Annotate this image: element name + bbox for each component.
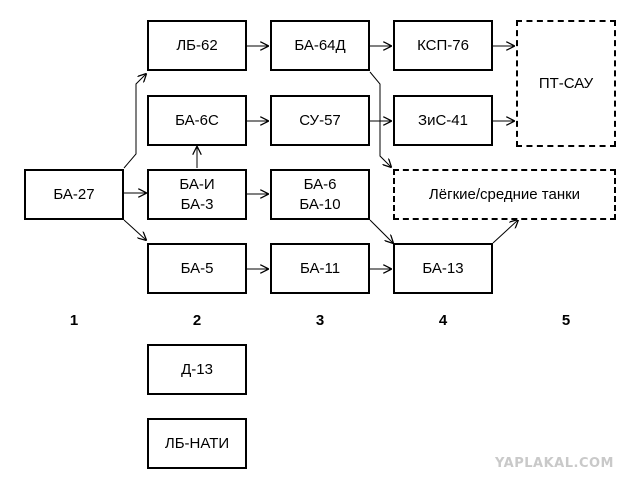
edge-ba13-light-medium-tanks	[492, 220, 518, 244]
node-d13: Д-13	[147, 344, 247, 395]
node-light-medium-tanks-label: Лёгкие/средние танки	[428, 185, 581, 203]
column-label-4: 4	[438, 312, 448, 329]
column-label-5: 5	[561, 312, 571, 329]
node-ba6-ba10-line-1: БА-6	[303, 175, 337, 193]
node-ba5: БА-5	[147, 243, 247, 294]
node-zis41: ЗиС-41	[393, 95, 493, 146]
node-lb-nati: ЛБ-НАТИ	[147, 418, 247, 469]
node-ba6-ba10: БА-6 БА-10	[270, 169, 370, 220]
node-ksp76: КСП-76	[393, 20, 493, 71]
node-ba64d: БА-64Д	[270, 20, 370, 71]
node-lb-nati-label: ЛБ-НАТИ	[164, 434, 230, 452]
node-ba27-label: БА-27	[53, 185, 95, 203]
node-ba13-label: БА-13	[422, 259, 464, 277]
watermark: YAPLAKAL.COM	[495, 456, 614, 471]
node-bai-ba3: БА-И БА-3	[147, 169, 247, 220]
node-bai-ba3-line-2: БА-3	[180, 195, 214, 213]
edge-ba27-ba5	[123, 219, 146, 240]
node-ba13: БА-13	[393, 243, 493, 294]
column-label-1: 1	[69, 312, 79, 329]
node-bai-ba3-line-1: БА-И	[179, 175, 215, 193]
node-lb62-label: ЛБ-62	[176, 36, 218, 54]
node-ba64d-label: БА-64Д	[294, 36, 346, 54]
edge-ba27-lb62	[123, 74, 146, 169]
node-d13-label: Д-13	[181, 360, 213, 378]
column-label-3: 3	[315, 312, 325, 329]
column-label-2: 2	[192, 312, 202, 329]
node-ba6-ba10-line-2: БА-10	[299, 195, 341, 213]
node-ksp76-label: КСП-76	[417, 36, 469, 54]
node-su57: СУ-57	[270, 95, 370, 146]
node-ba5-label: БА-5	[180, 259, 214, 277]
node-su57-label: СУ-57	[299, 111, 341, 129]
node-ba6s-label: БА-6С	[175, 111, 219, 129]
node-lb62: ЛБ-62	[147, 20, 247, 71]
node-ba6s: БА-6С	[147, 95, 247, 146]
node-light-medium-tanks: Лёгкие/средние танки	[393, 169, 616, 220]
edge-ba6-ba10-ba13	[369, 219, 393, 243]
node-zis41-label: ЗиС-41	[418, 111, 468, 129]
node-pt-sau-label: ПТ-САУ	[538, 74, 594, 92]
edge-ba64d-light-medium-tanks	[369, 71, 391, 167]
node-pt-sau: ПТ-САУ	[516, 20, 616, 147]
node-ba11: БА-11	[270, 243, 370, 294]
node-ba11-label: БА-11	[299, 259, 341, 277]
node-ba27: БА-27	[24, 169, 124, 220]
